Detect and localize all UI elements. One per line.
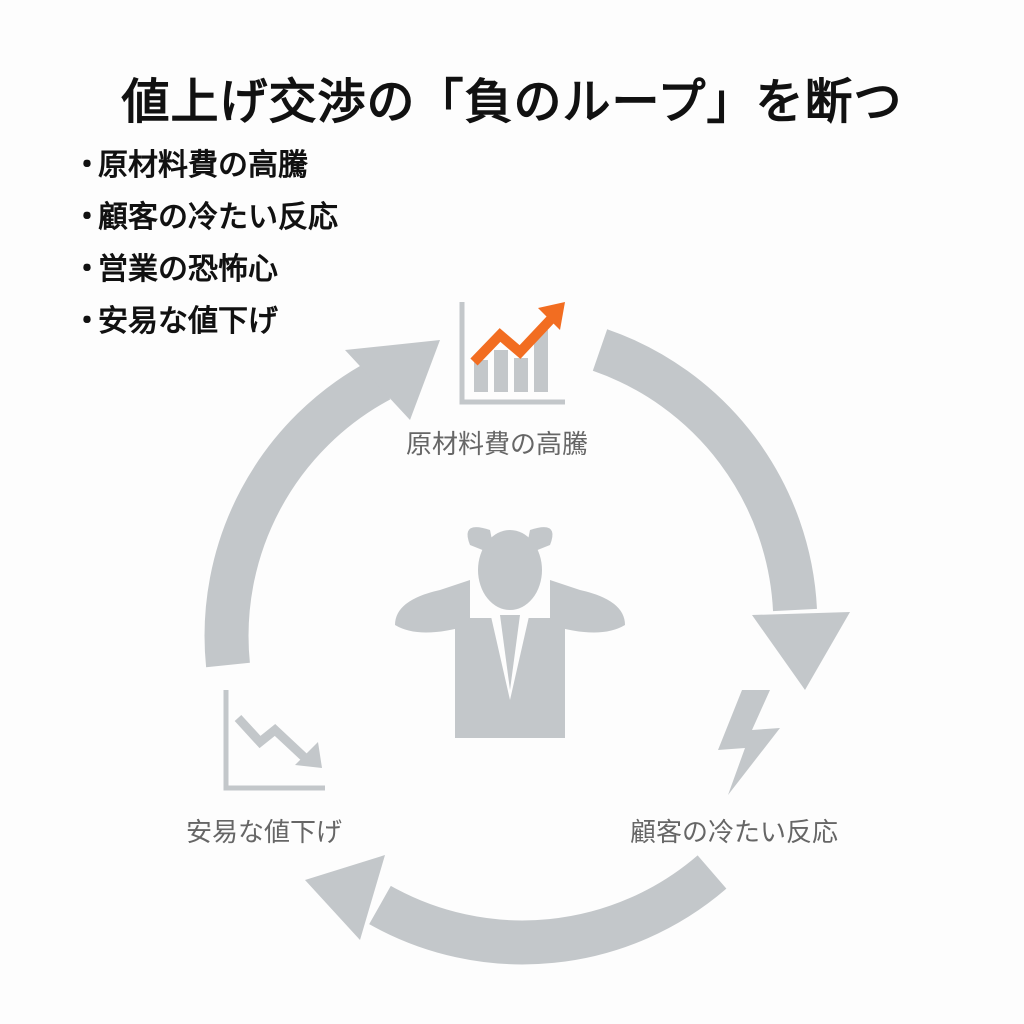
step-label-rising-costs: 原材料費の高騰 (406, 430, 589, 460)
cycle-arrow-right (592, 329, 817, 612)
falling-chart-icon (223, 690, 325, 791)
rising-chart-icon (459, 302, 565, 405)
arrowhead-left (345, 340, 440, 420)
step-label-price-cut: 安易な値下げ (186, 818, 343, 848)
bullet-list: ・原材料費の高騰 ・顧客の冷たい反応 ・営業の恐怖心 ・安易な値下げ (72, 140, 338, 348)
cycle-arrow-bottom (369, 855, 727, 965)
page-title: 値上げ交渉の「負のループ」を断つ (121, 74, 903, 130)
bullet-item: ・営業の恐怖心 (72, 252, 278, 287)
stressed-businessman-icon (395, 527, 625, 738)
bullet-item: ・安易な値下げ (72, 304, 278, 339)
lightning-icon (718, 690, 780, 795)
arrowhead-right (752, 612, 850, 690)
arrowhead-bottom (305, 855, 385, 940)
bullet-item: ・顧客の冷たい反応 (72, 200, 338, 235)
cycle-arrow-left (204, 360, 391, 668)
step-label-cold-customer: 顧客の冷たい反応 (630, 818, 839, 848)
bullet-item: ・原材料費の高騰 (72, 148, 308, 183)
